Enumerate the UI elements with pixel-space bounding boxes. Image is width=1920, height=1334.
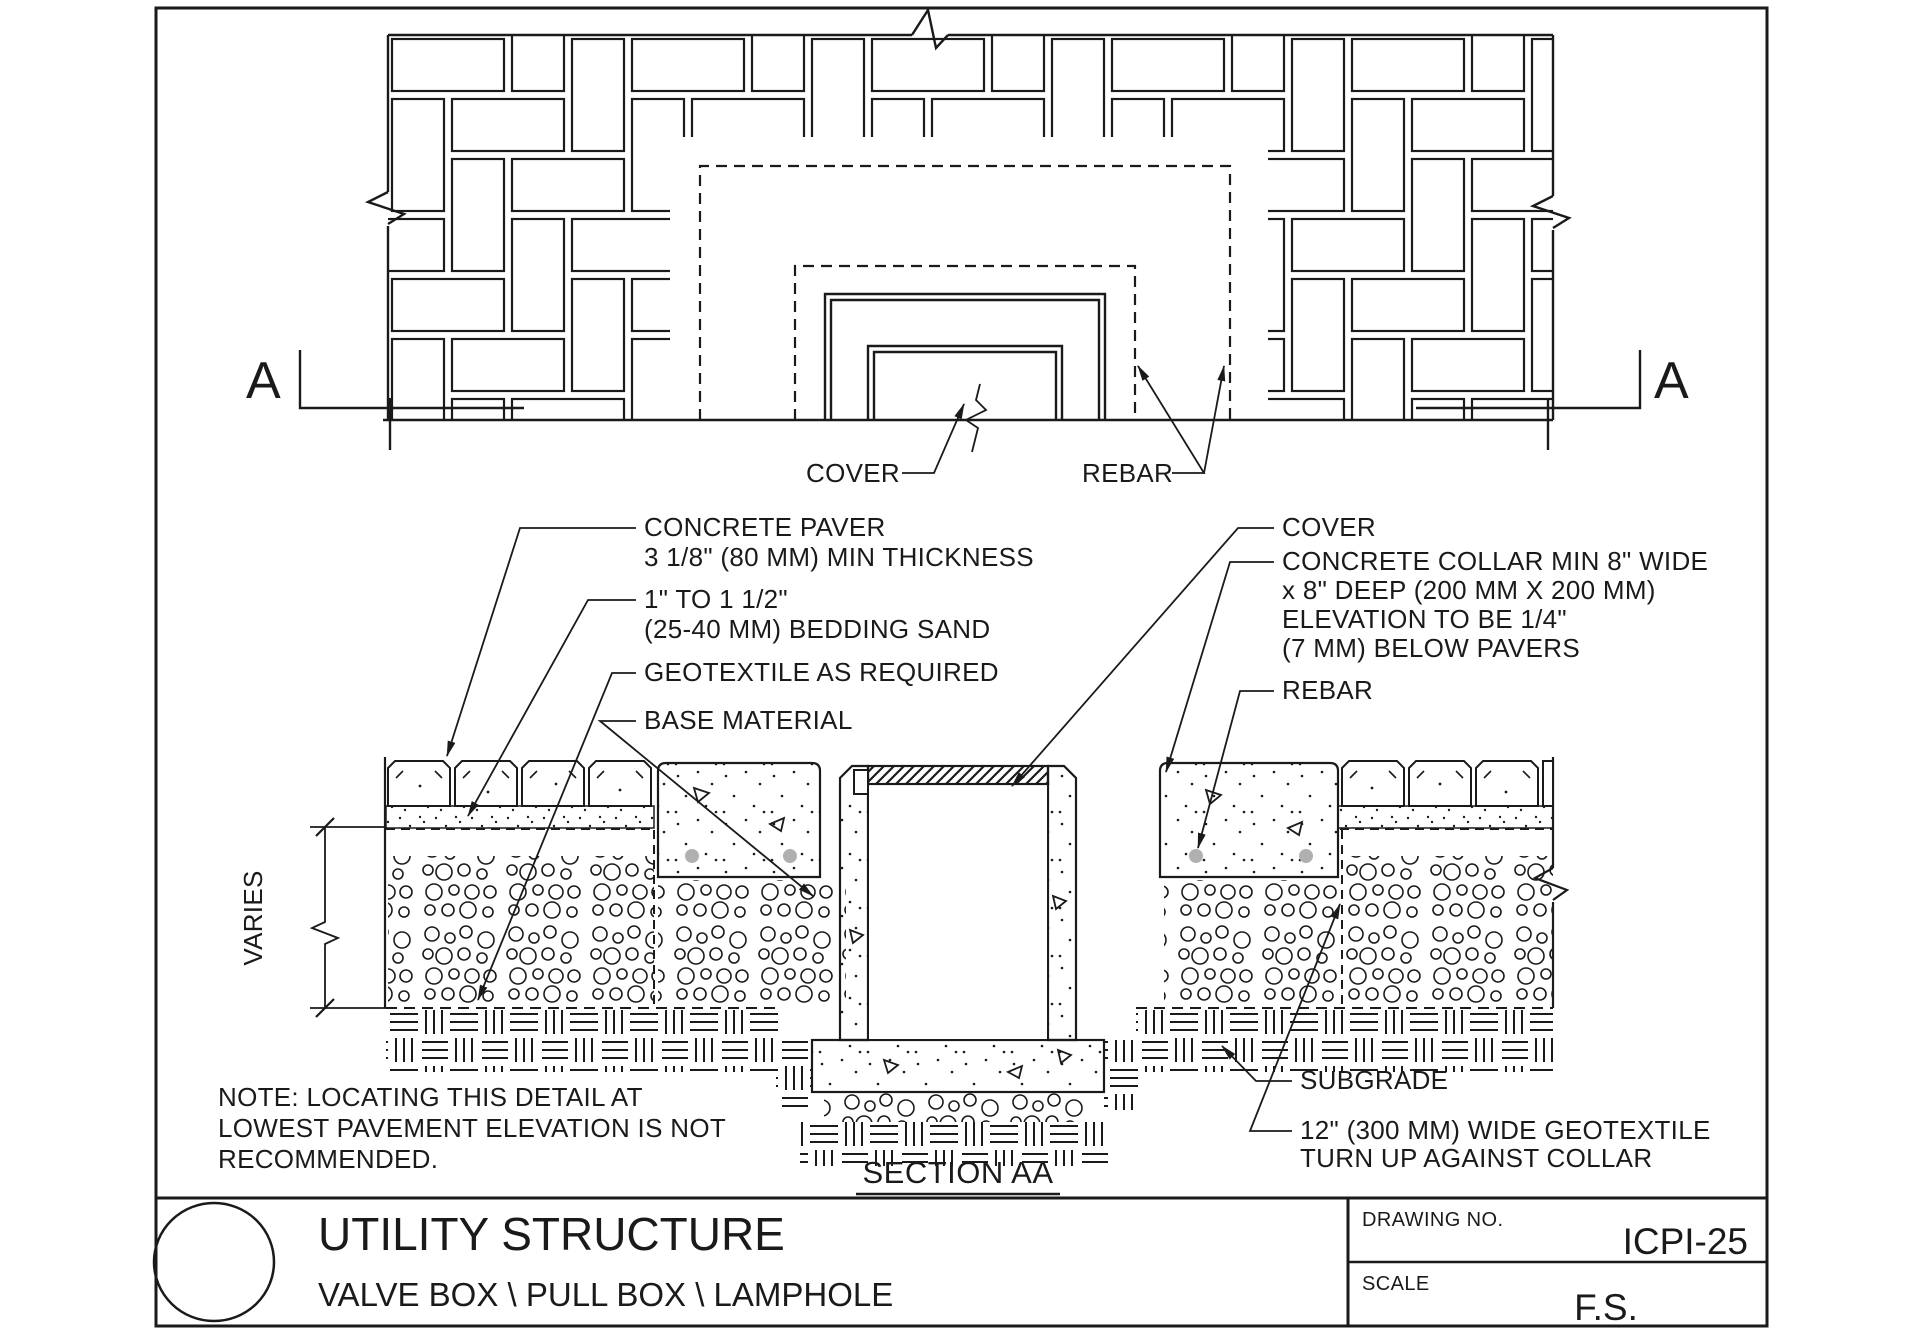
box-wall-right xyxy=(1046,764,1078,1042)
callout-geotextile-turnup-line2: TURN UP AGAINST COLLAR xyxy=(1300,1143,1652,1173)
note-line2: LOWEST PAVEMENT ELEVATION IS NOT xyxy=(218,1113,726,1143)
rebar-dot xyxy=(783,849,797,863)
section-marker-left-label: A xyxy=(246,352,281,410)
callout-geotextile-turnup-line1: 12" (300 MM) WIDE GEOTEXTILE xyxy=(1300,1115,1711,1145)
rebar-dot xyxy=(1189,849,1203,863)
section-marker-right-label: A xyxy=(1654,352,1689,410)
plan-cover-leader xyxy=(902,403,965,474)
plan-cover-outline xyxy=(866,344,1064,420)
callout-concrete-paver-line1: CONCRETE PAVER xyxy=(644,512,886,542)
plan-rebar-callout: REBAR xyxy=(1082,365,1226,488)
varies-dimension: VARIES xyxy=(238,817,386,1018)
plan-cover-label: COVER xyxy=(806,458,900,488)
section-marker-right: A xyxy=(1416,350,1689,410)
section-marker-left-line xyxy=(298,350,524,410)
plan-rebar-leader-2 xyxy=(1203,365,1226,474)
title-block: UTILITY STRUCTURE VALVE BOX \ PULL BOX \… xyxy=(152,1196,1767,1328)
scale-value: F.S. xyxy=(1574,1287,1638,1328)
drawing-title: UTILITY STRUCTURE xyxy=(318,1208,785,1260)
callouts-right: COVER CONCRETE COLLAR MIN 8" WIDE x 8" D… xyxy=(1011,512,1711,1173)
concrete-triangles xyxy=(848,894,1073,1080)
logo-circle-icon xyxy=(152,1201,276,1323)
box-cavity xyxy=(867,783,1049,1041)
section-pavers-left xyxy=(387,760,652,807)
plan-geotextile-outline xyxy=(698,164,1232,420)
bedding-sand xyxy=(385,805,1554,1005)
callout-concrete-paver-line2: 3 1/8" (80 MM) MIN THICKNESS xyxy=(644,542,1034,572)
plan-cover-callout: COVER xyxy=(806,383,988,488)
sheet-border xyxy=(154,6,1769,1328)
section-pavers-right xyxy=(1341,760,1554,807)
section-marker-left: A xyxy=(246,350,524,410)
section-marker-right-line xyxy=(1416,350,1642,410)
callout-bedding-sand-line1: 1" TO 1 1/2" xyxy=(644,584,788,614)
leader-subgrade xyxy=(1221,1045,1292,1082)
plan-collar-outline xyxy=(823,292,1107,420)
leader-base-material xyxy=(597,720,814,897)
leader-concrete-paver xyxy=(446,527,636,757)
leader-collar xyxy=(1165,561,1274,773)
plan-cover-break-symbol xyxy=(964,383,988,453)
section-view: VARIES CONCRETE PAVER 3 1/8" (80 MM) MIN… xyxy=(218,512,1711,1196)
callout-rebar: REBAR xyxy=(1282,675,1373,705)
leader-geotextile xyxy=(477,672,636,1001)
leader-geotextile-turnup xyxy=(1248,903,1341,1132)
plan-rebar-label: REBAR xyxy=(1082,458,1173,488)
callouts-left: CONCRETE PAVER 3 1/8" (80 MM) MIN THICKN… xyxy=(446,512,1034,1001)
drawing-no-value: ICPI-25 xyxy=(1623,1221,1748,1262)
base-aggregate xyxy=(388,856,1553,1122)
plan-rebar-outline xyxy=(793,264,1137,420)
callout-geotextile: GEOTEXTILE AS REQUIRED xyxy=(644,657,999,687)
leader-bedding-sand xyxy=(467,599,636,817)
concrete-collar-right xyxy=(1158,761,1340,879)
callout-bedding-sand-line2: (25-40 MM) BEDDING SAND xyxy=(644,614,990,644)
section-title-text: SECTION AA xyxy=(862,1155,1053,1190)
leader-rebar xyxy=(1197,690,1274,849)
callout-subgrade: SUBGRADE xyxy=(1300,1065,1448,1095)
section-title: SECTION AA xyxy=(856,1155,1060,1196)
paver-specks xyxy=(418,782,1508,794)
callout-cover: COVER xyxy=(1282,512,1376,542)
scale-label: SCALE xyxy=(1362,1273,1430,1295)
rebar-dot xyxy=(1299,849,1313,863)
plan-view: A A COVER REBAR xyxy=(246,6,1689,488)
box-bottom-slab xyxy=(810,1038,1106,1094)
callout-collar-line2: x 8" DEEP (200 MM X 200 MM) xyxy=(1282,575,1656,605)
leader-cover xyxy=(1011,527,1274,787)
callout-collar-line4: (7 MM) BELOW PAVERS xyxy=(1282,633,1580,663)
rebar-dot xyxy=(685,849,699,863)
note-line3: RECOMMENDED. xyxy=(218,1144,438,1174)
drawing-subtitle: VALVE BOX \ PULL BOX \ LAMPHOLE xyxy=(318,1276,893,1313)
callout-collar-line1: CONCRETE COLLAR MIN 8" WIDE xyxy=(1282,546,1708,576)
subgrade-region xyxy=(386,1007,1553,1166)
plan-opening xyxy=(670,137,1268,420)
plan-dashed-outlines xyxy=(698,164,1232,420)
paver-ticks xyxy=(395,770,1531,779)
callout-collar-line3: ELEVATION TO BE 1/4" xyxy=(1282,604,1567,634)
cover-lip xyxy=(853,769,869,795)
concrete-collar-left xyxy=(656,761,822,879)
box-wall-left xyxy=(838,764,870,1042)
varies-label: VARIES xyxy=(238,870,268,965)
callout-base-material: BASE MATERIAL xyxy=(644,705,853,735)
note-block: NOTE: LOCATING THIS DETAIL AT LOWEST PAV… xyxy=(218,1082,726,1174)
utility-box xyxy=(810,764,1106,1094)
note-line1: NOTE: LOCATING THIS DETAIL AT xyxy=(218,1082,643,1112)
drawing-no-label: DRAWING NO. xyxy=(1362,1209,1503,1231)
